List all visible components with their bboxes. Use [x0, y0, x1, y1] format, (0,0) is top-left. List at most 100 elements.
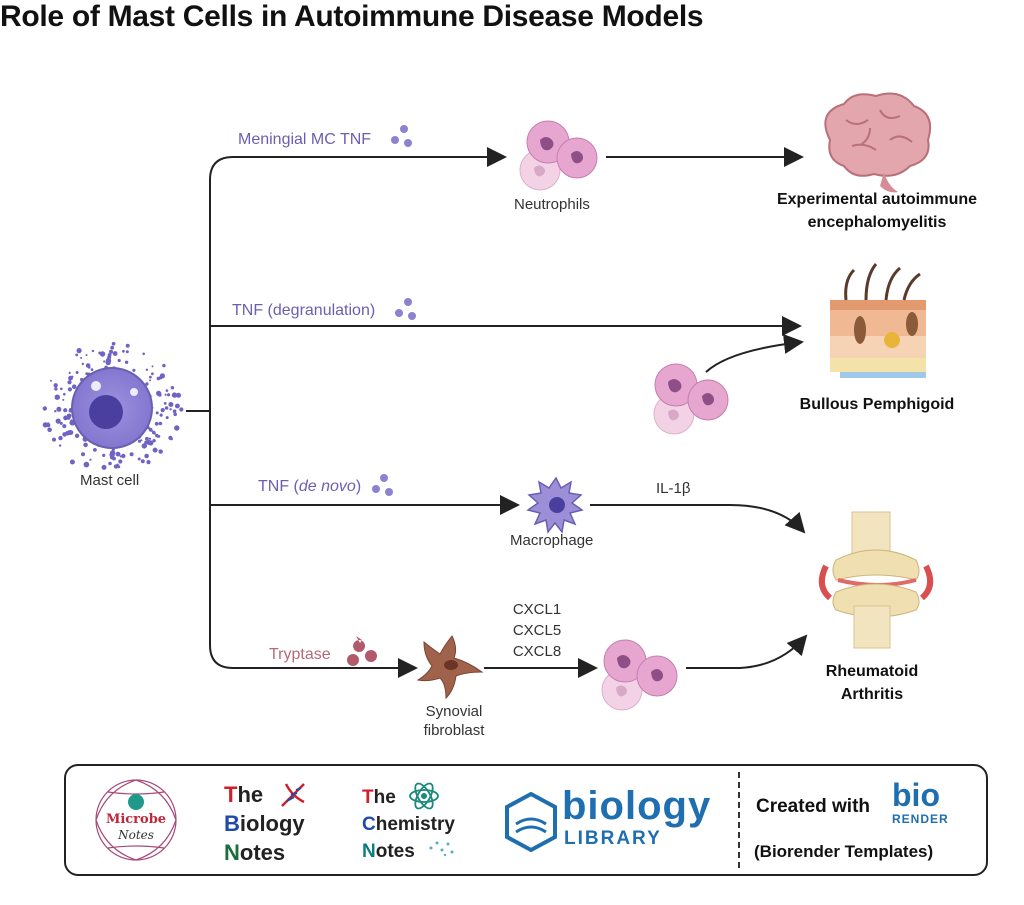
arrow-tryptase — [209, 180, 418, 678]
library-word: LIBRARY — [564, 828, 662, 849]
granule-dot — [146, 460, 151, 465]
granule-dot — [55, 418, 61, 424]
granule-dot — [117, 465, 121, 469]
neutrophils-label: Neutrophils — [514, 196, 590, 213]
granule-dot — [67, 387, 72, 392]
granule-dot — [132, 368, 136, 372]
chemistry-notes-line1: The — [362, 784, 455, 811]
cn-otes: otes — [375, 841, 415, 862]
granule-dot — [81, 452, 85, 457]
footer-divider — [738, 772, 740, 868]
granule-dot — [137, 439, 142, 443]
granule-dot — [122, 349, 125, 353]
biology-library-word: biology — [562, 784, 712, 828]
cn-t: T — [362, 787, 374, 808]
granule-dot — [113, 464, 118, 469]
ra-label-line2: Arthritis — [840, 686, 904, 703]
granule-dot — [172, 409, 177, 414]
chemistry-notes-logo: The Chemistry Notes — [362, 784, 455, 865]
neutrophil-cluster-bp-icon — [653, 363, 729, 435]
granule-dot — [54, 410, 57, 413]
granule-dot — [109, 349, 113, 354]
granule-dot — [58, 435, 63, 441]
granule-dot — [145, 436, 149, 441]
granule-dot — [118, 459, 123, 464]
bn-n: N — [224, 840, 240, 865]
microbe-logo-text: Microbe — [105, 812, 167, 827]
granule-dot — [108, 461, 112, 466]
granule-dot — [170, 437, 173, 441]
neutrophil-cluster-icon — [519, 120, 598, 191]
cxcl-labels: CXCL1 CXCL5 CXCL8 — [504, 599, 570, 662]
granule-dot — [150, 429, 153, 432]
granule-dot — [76, 348, 82, 354]
granule-dot — [62, 424, 67, 429]
tnf-prefix: TNF ( — [258, 478, 299, 495]
granule-dot — [71, 375, 74, 378]
tnf-de-novo-label: TNF (de novo) — [258, 478, 361, 496]
granule-dot — [165, 416, 169, 420]
granule-dot — [124, 360, 129, 364]
arrow-neutrophils-bp — [705, 334, 804, 373]
granule-dot — [54, 387, 58, 391]
granule-dot — [158, 421, 163, 426]
cn-hemistry: hemistry — [375, 814, 455, 835]
sparkle-dots-icon — [429, 841, 454, 857]
granule-dot — [85, 372, 89, 376]
granule-dot — [144, 440, 149, 445]
granule-dot — [159, 373, 165, 379]
cxcl5-label: CXCL5 — [512, 622, 562, 639]
cxcl8-label: CXCL8 — [512, 643, 562, 660]
chemistry-notes-line2: Chemistry — [362, 811, 455, 838]
granule-dot — [121, 453, 126, 459]
granule-dot — [80, 356, 83, 359]
granule-dot — [125, 343, 130, 348]
mast-cell-icon — [42, 341, 184, 470]
bullous-pemphigoid-label: Bullous Pemphigoid — [799, 396, 955, 413]
granule-dot — [156, 390, 162, 396]
granule-dot — [110, 345, 115, 350]
biology-notes-logo: The Biology Notes — [224, 780, 305, 867]
granule-dot — [46, 422, 50, 425]
rheumatoid-arthritis-label: Rheumatoid Arthritis — [812, 660, 932, 706]
granule-dot — [111, 341, 116, 346]
granule-dot — [117, 358, 121, 363]
granule-dot — [81, 362, 85, 366]
granule-dot — [53, 383, 58, 388]
meningial-tnf-label: Meningial MC TNF — [238, 131, 372, 148]
granule-dot — [68, 371, 71, 374]
granule-dot — [154, 421, 159, 426]
granule-dot — [146, 440, 152, 445]
granule-dot — [69, 459, 75, 465]
granule-dot — [56, 407, 61, 411]
granule-dot — [175, 403, 180, 409]
granule-dot — [179, 407, 184, 412]
granule-dot — [171, 392, 178, 398]
granule-dot — [85, 354, 88, 357]
granule-dot — [107, 353, 112, 357]
granule-dot — [91, 349, 95, 353]
granule-dot — [148, 437, 152, 440]
arrow-macrophage-ra — [590, 504, 806, 534]
granule-dot — [105, 357, 112, 364]
bn-t: T — [224, 782, 238, 807]
joint-icon — [818, 511, 934, 649]
connector-lines — [186, 147, 808, 678]
tnf-degranulation-label: TNF (degranulation) — [232, 302, 376, 319]
skin-icon — [830, 263, 926, 378]
granule-dot — [164, 393, 167, 396]
cxcl1-label: CXCL1 — [512, 601, 562, 618]
synovial-fibroblast-icon — [416, 635, 484, 700]
ra-label-line1: Rheumatoid — [825, 663, 919, 680]
granule-dot — [63, 392, 66, 396]
granule-dot — [167, 393, 171, 397]
granule-dot — [119, 455, 122, 458]
tnf-de-novo-italic: de novo — [298, 478, 356, 495]
biology-notes-line1: The — [224, 780, 305, 809]
granule-dot — [83, 461, 90, 468]
granule-dot — [162, 363, 166, 368]
tryptase-particles-icon — [347, 636, 377, 666]
granule-dot — [149, 379, 152, 382]
granule-dot — [156, 435, 159, 438]
granule-dot — [89, 458, 92, 461]
